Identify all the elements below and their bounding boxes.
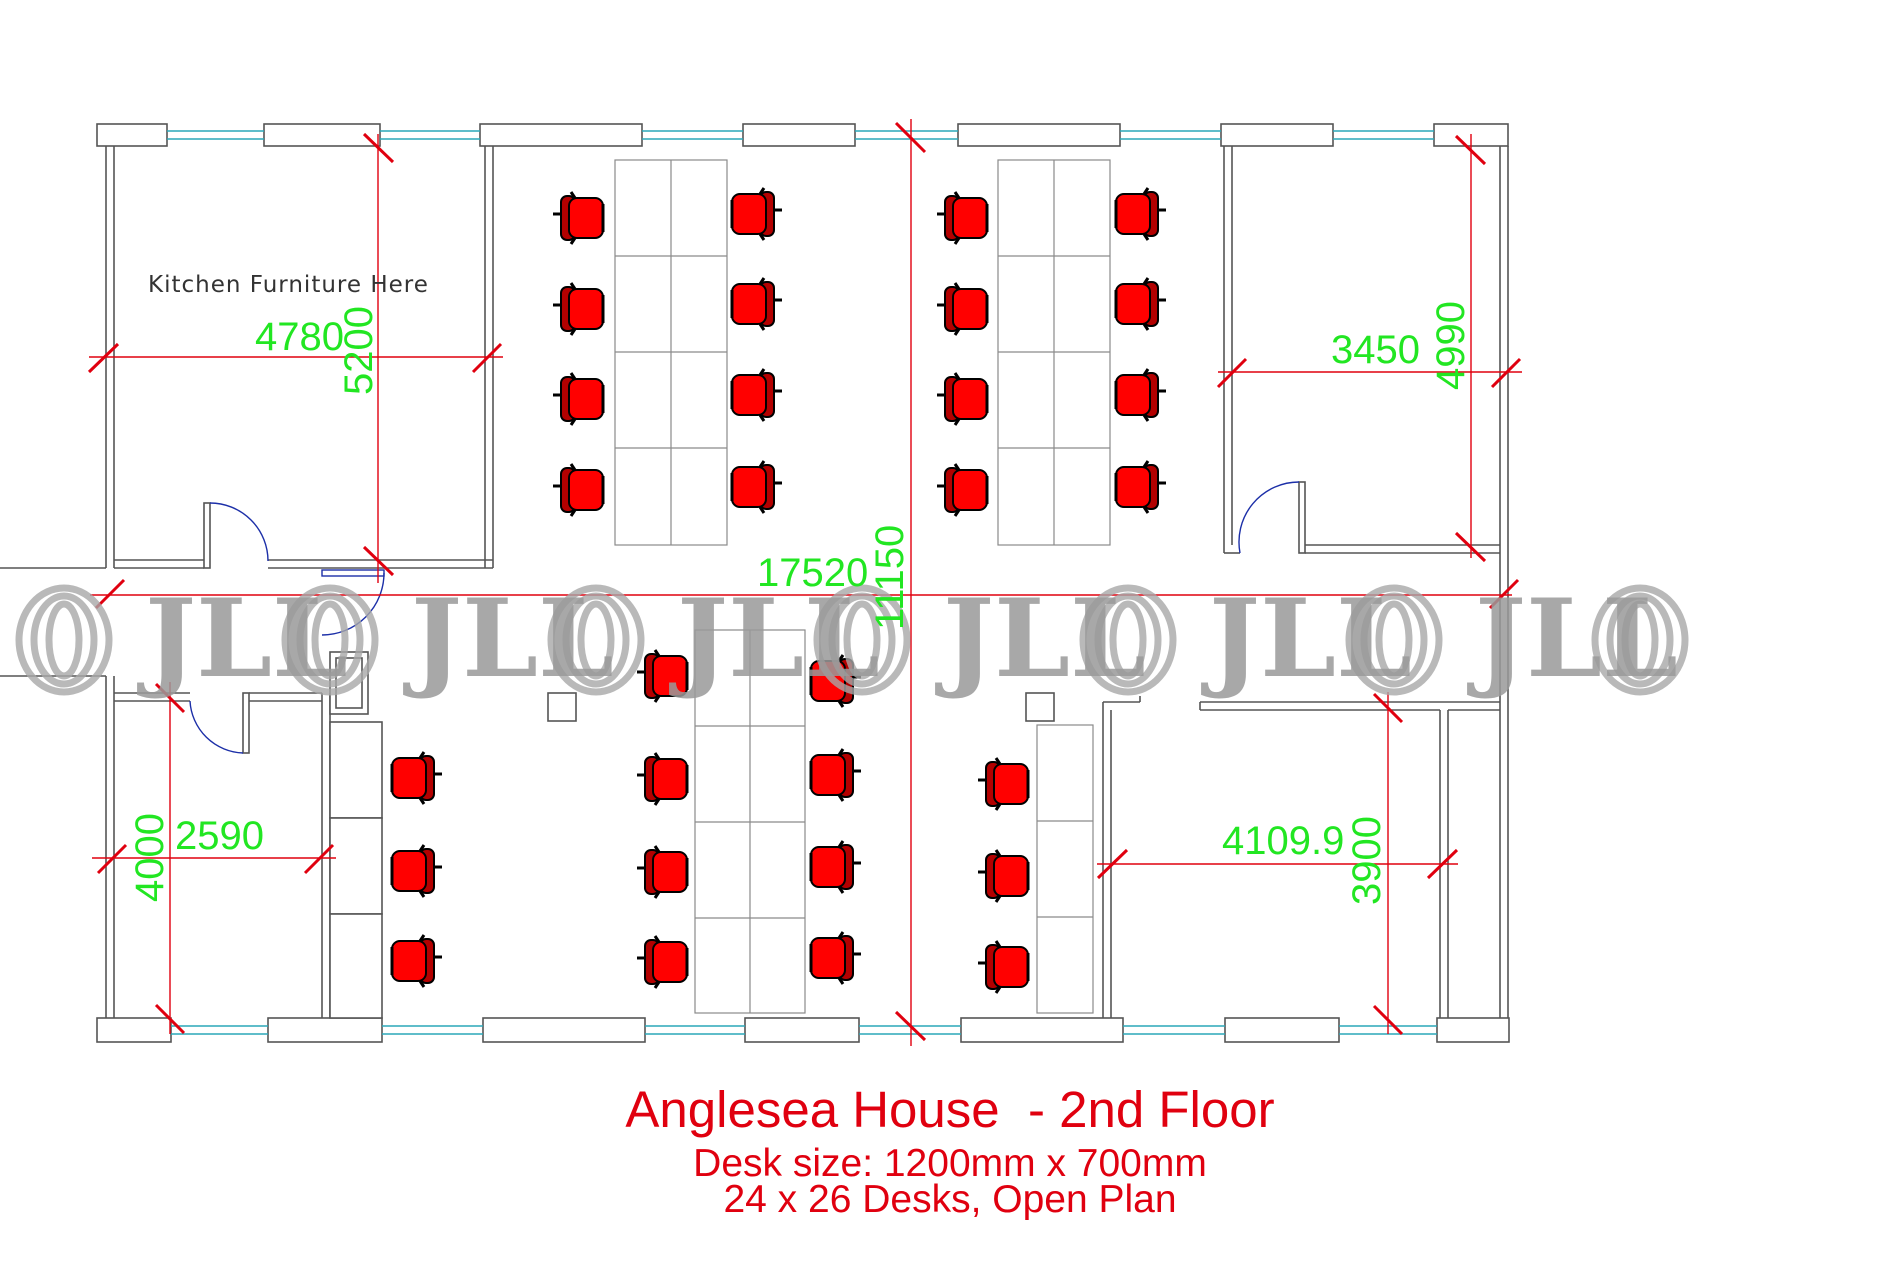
dim-office-sw-width: 2590 <box>175 814 264 858</box>
chair-icon <box>1116 461 1166 513</box>
plan-title: Anglesea House - 2nd Floor <box>625 1081 1275 1138</box>
chair-icon <box>935 281 989 337</box>
chair-icon <box>392 752 442 804</box>
chair-icon <box>635 934 689 990</box>
chair-icon <box>976 939 1030 995</box>
chair-icon <box>551 190 605 246</box>
office-sw-door <box>189 700 244 754</box>
chair-icon <box>392 845 442 897</box>
chair-icon <box>935 190 989 246</box>
dim-office-sw-depth: 4000 <box>128 813 172 902</box>
chair-icon <box>732 278 782 330</box>
chair-icon <box>392 935 442 987</box>
chair-icon <box>732 369 782 421</box>
corridor-door <box>321 572 385 636</box>
dim-office-se-depth: 3900 <box>1345 816 1389 905</box>
desk-size-note: Desk size: 1200mm x 700mm <box>693 1142 1207 1185</box>
chair-icon <box>811 841 861 893</box>
watermark-text: JLL <box>1467 576 1678 702</box>
chair-icon <box>551 281 605 337</box>
dim-office-se-width: 4109.9 <box>1222 819 1344 863</box>
watermark-text: JLL <box>137 576 348 702</box>
chair-icon <box>935 371 989 427</box>
dim-office-ne-width: 3450 <box>1331 328 1420 372</box>
chair-icon <box>976 848 1030 904</box>
watermark-text: JLL <box>669 576 880 702</box>
dim-overall-length: 17520 <box>757 551 868 595</box>
dim-kitchen-width: 4780 <box>255 315 344 359</box>
jll-logo-icon <box>15 584 1689 696</box>
chair-icon <box>1116 369 1166 421</box>
column <box>1025 692 1055 722</box>
jll-watermark: JLL JLL JLL JLL JLL JLL <box>15 576 1689 702</box>
kitchen-room <box>114 146 494 636</box>
chair-icon <box>551 371 605 427</box>
chair-icon <box>635 751 689 807</box>
windows <box>167 130 1437 1035</box>
chair-icon <box>811 749 861 801</box>
chair-icon <box>935 462 989 518</box>
kitchen-door <box>209 502 269 562</box>
chair-icon <box>551 462 605 518</box>
watermark-text: JLL <box>935 576 1146 702</box>
chair-icon <box>1116 188 1166 240</box>
floor-plan: JLL JLL JLL JLL JLL JLL Kitchen Furnitur… <box>0 119 1689 1046</box>
chair-icon <box>976 756 1030 812</box>
dim-kitchen-depth: 5200 <box>337 306 381 395</box>
dim-office-ne-depth: 4990 <box>1429 301 1473 390</box>
chair-icon <box>811 932 861 984</box>
office-southwest <box>114 651 383 1019</box>
office-ne-door <box>1238 481 1300 554</box>
outer-walls <box>0 123 1510 1043</box>
watermark-text: JLL <box>403 576 614 702</box>
chair-icon <box>635 844 689 900</box>
chair-icon <box>732 188 782 240</box>
watermark-text: JLL <box>1201 576 1412 702</box>
dimension-lines <box>87 119 1522 1046</box>
dim-overall-depth: 11150 <box>868 525 912 630</box>
cropped-note: 24 x 26 Desks, Open Plan <box>723 1178 1177 1221</box>
desk-blocks <box>614 159 1111 1014</box>
chair-icon <box>1116 278 1166 330</box>
chair-icon <box>732 461 782 513</box>
kitchen-note: Kitchen Furniture Here <box>148 272 429 298</box>
column <box>547 692 577 722</box>
